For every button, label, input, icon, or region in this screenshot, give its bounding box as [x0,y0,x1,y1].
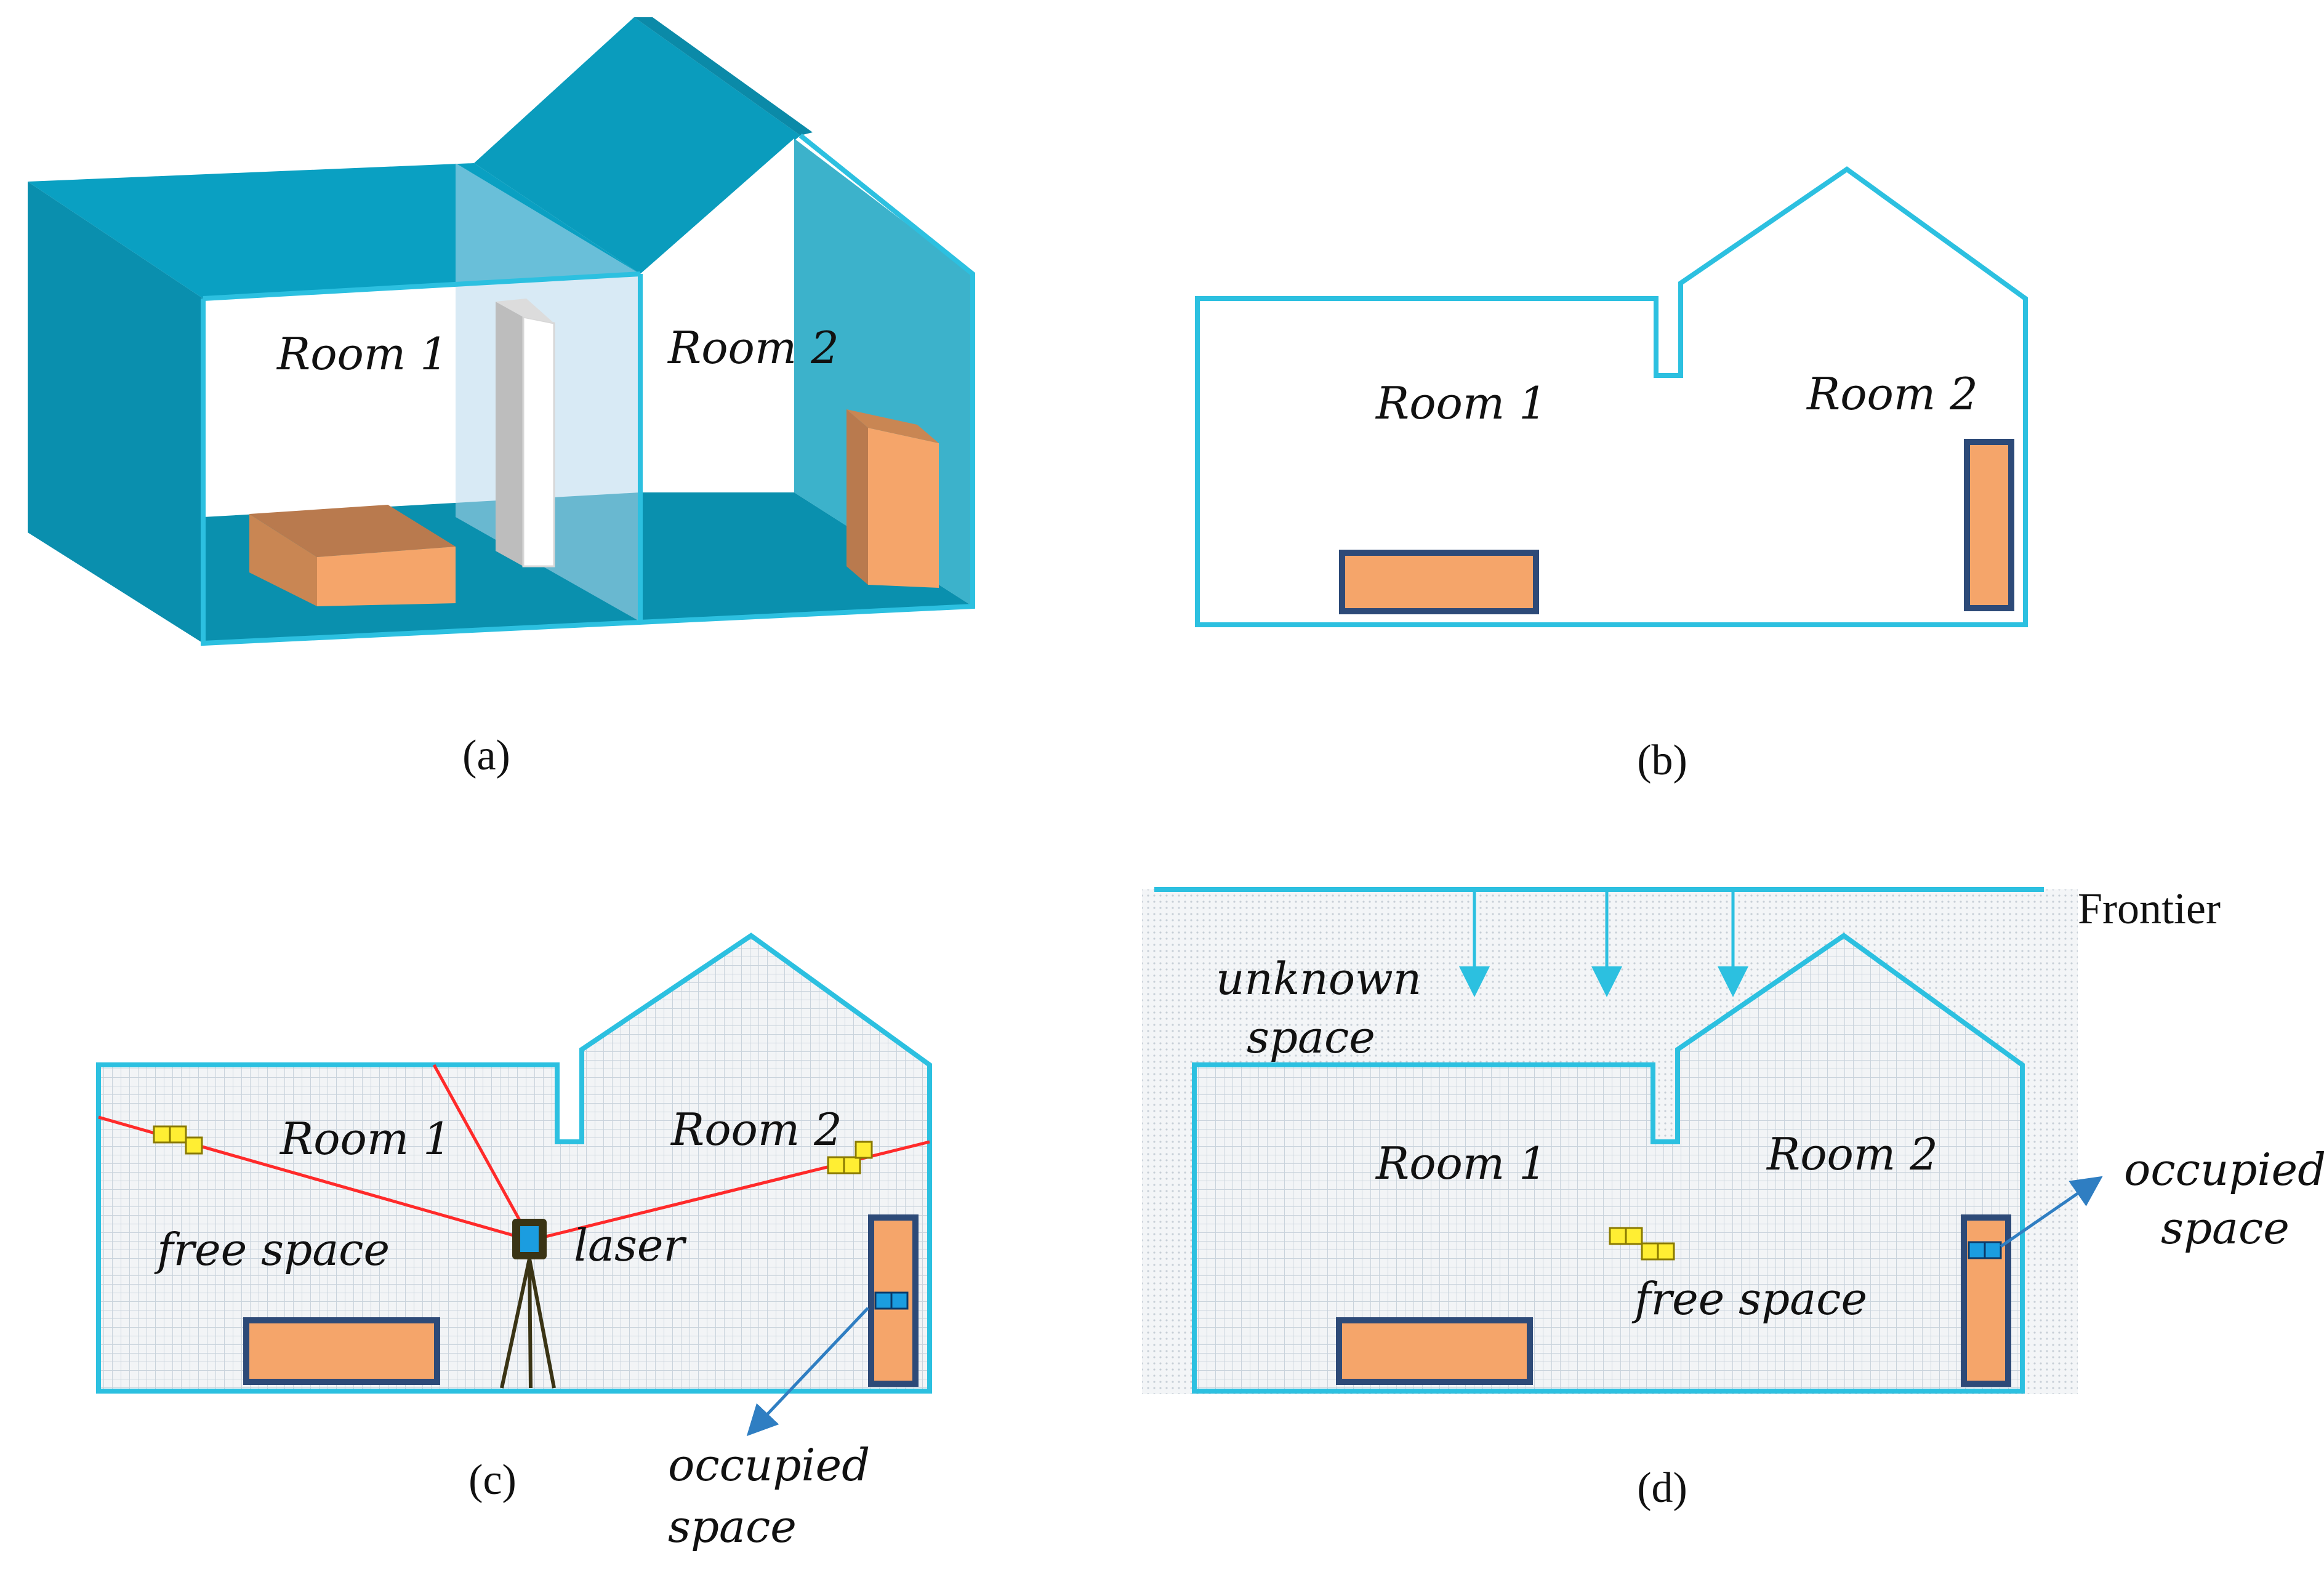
pillar-top [496,299,554,323]
panel-b-caption: (b) [1637,737,1687,784]
occupied-arrow-c [746,1307,869,1437]
room2-roof-right [634,17,813,135]
laser-ray-up [432,1064,533,1242]
panel-c-room2-label: Room 2 [670,1104,842,1155]
tripod-icon [500,1258,556,1389]
pillar-side [496,302,523,566]
panel-b-outline [1195,166,2028,627]
panel-c-occupied-label-2: space [668,1501,797,1552]
panel-d-occupied-label-1: occupied [2124,1144,2324,1195]
box-room1-top [249,505,456,557]
panel-d-outline [1192,933,2025,1394]
room1-left-wall [28,182,203,643]
panel-d-unknown-label-2: space [1247,1011,1375,1063]
ceiling-edge [203,271,641,301]
occupied-cells-d [1968,1241,2002,1259]
panel-c-occupied-label-1: occupied [668,1439,870,1491]
panel-c-box-room1 [243,1317,440,1385]
panel-d-box-room1 [1336,1317,1533,1385]
box-room2-side [846,409,868,585]
scanner-lens [520,1226,539,1252]
panel-d-frontier-label: Frontier [2078,884,2221,933]
panel-b-room2-label: Room 2 [1806,368,1978,420]
box-room2-front [868,428,939,588]
free-cells-left [153,1125,203,1155]
occupied-arrow-d [2000,1176,2103,1248]
panel-a-room1-label: Room 1 [276,328,448,380]
panel-a-caption: (a) [462,732,510,779]
panel-d-room2-label: Room 2 [1766,1128,1938,1180]
room2-roof-left [474,17,800,274]
panel-d-occupied-label-2: space [2161,1202,2290,1254]
free-cells-right [827,1141,873,1174]
house-outline [201,133,975,646]
room2-interior [640,138,794,492]
panel-c-caption: (c) [468,1456,517,1504]
panel-b: Room 1 Room 2 (b) [1195,166,2028,784]
panel-d-unknown-label-1: unknown [1216,953,1421,1005]
panel-d-free-space-label: free space [1631,1273,1867,1325]
panel-b-room1-label: Room 1 [1375,377,1547,429]
panel-c-outline [96,933,932,1394]
panel-d: Frontier unknown space Room 1 Room 2 fre… [1142,884,2324,1512]
box-room2-top [846,409,939,443]
panel-c-free-space-label: free space [154,1224,390,1275]
box-room1-left [249,514,317,606]
panel-d-caption: (d) [1637,1464,1687,1512]
panel-a: Room 1 Room 2 (a) [28,17,975,779]
pillar-front [522,316,555,568]
panel-a-room2-label: Room 2 [667,322,839,374]
panel-b-box-room1 [1339,550,1539,614]
panel-b-box-room2 [1964,439,2014,611]
occupied-cells-c [874,1291,909,1310]
panel-d-room1-label: Room 1 [1375,1138,1547,1189]
frontier-arrows [1459,889,1748,997]
box-room1-front [317,547,456,606]
free-cells-d [1609,1227,1675,1261]
panel-c-laser-label: laser [574,1219,687,1271]
panel-c: Room 1 Room 2 free space laser occupied … [96,933,932,1552]
panel-c-room1-label: Room 1 [279,1113,451,1165]
